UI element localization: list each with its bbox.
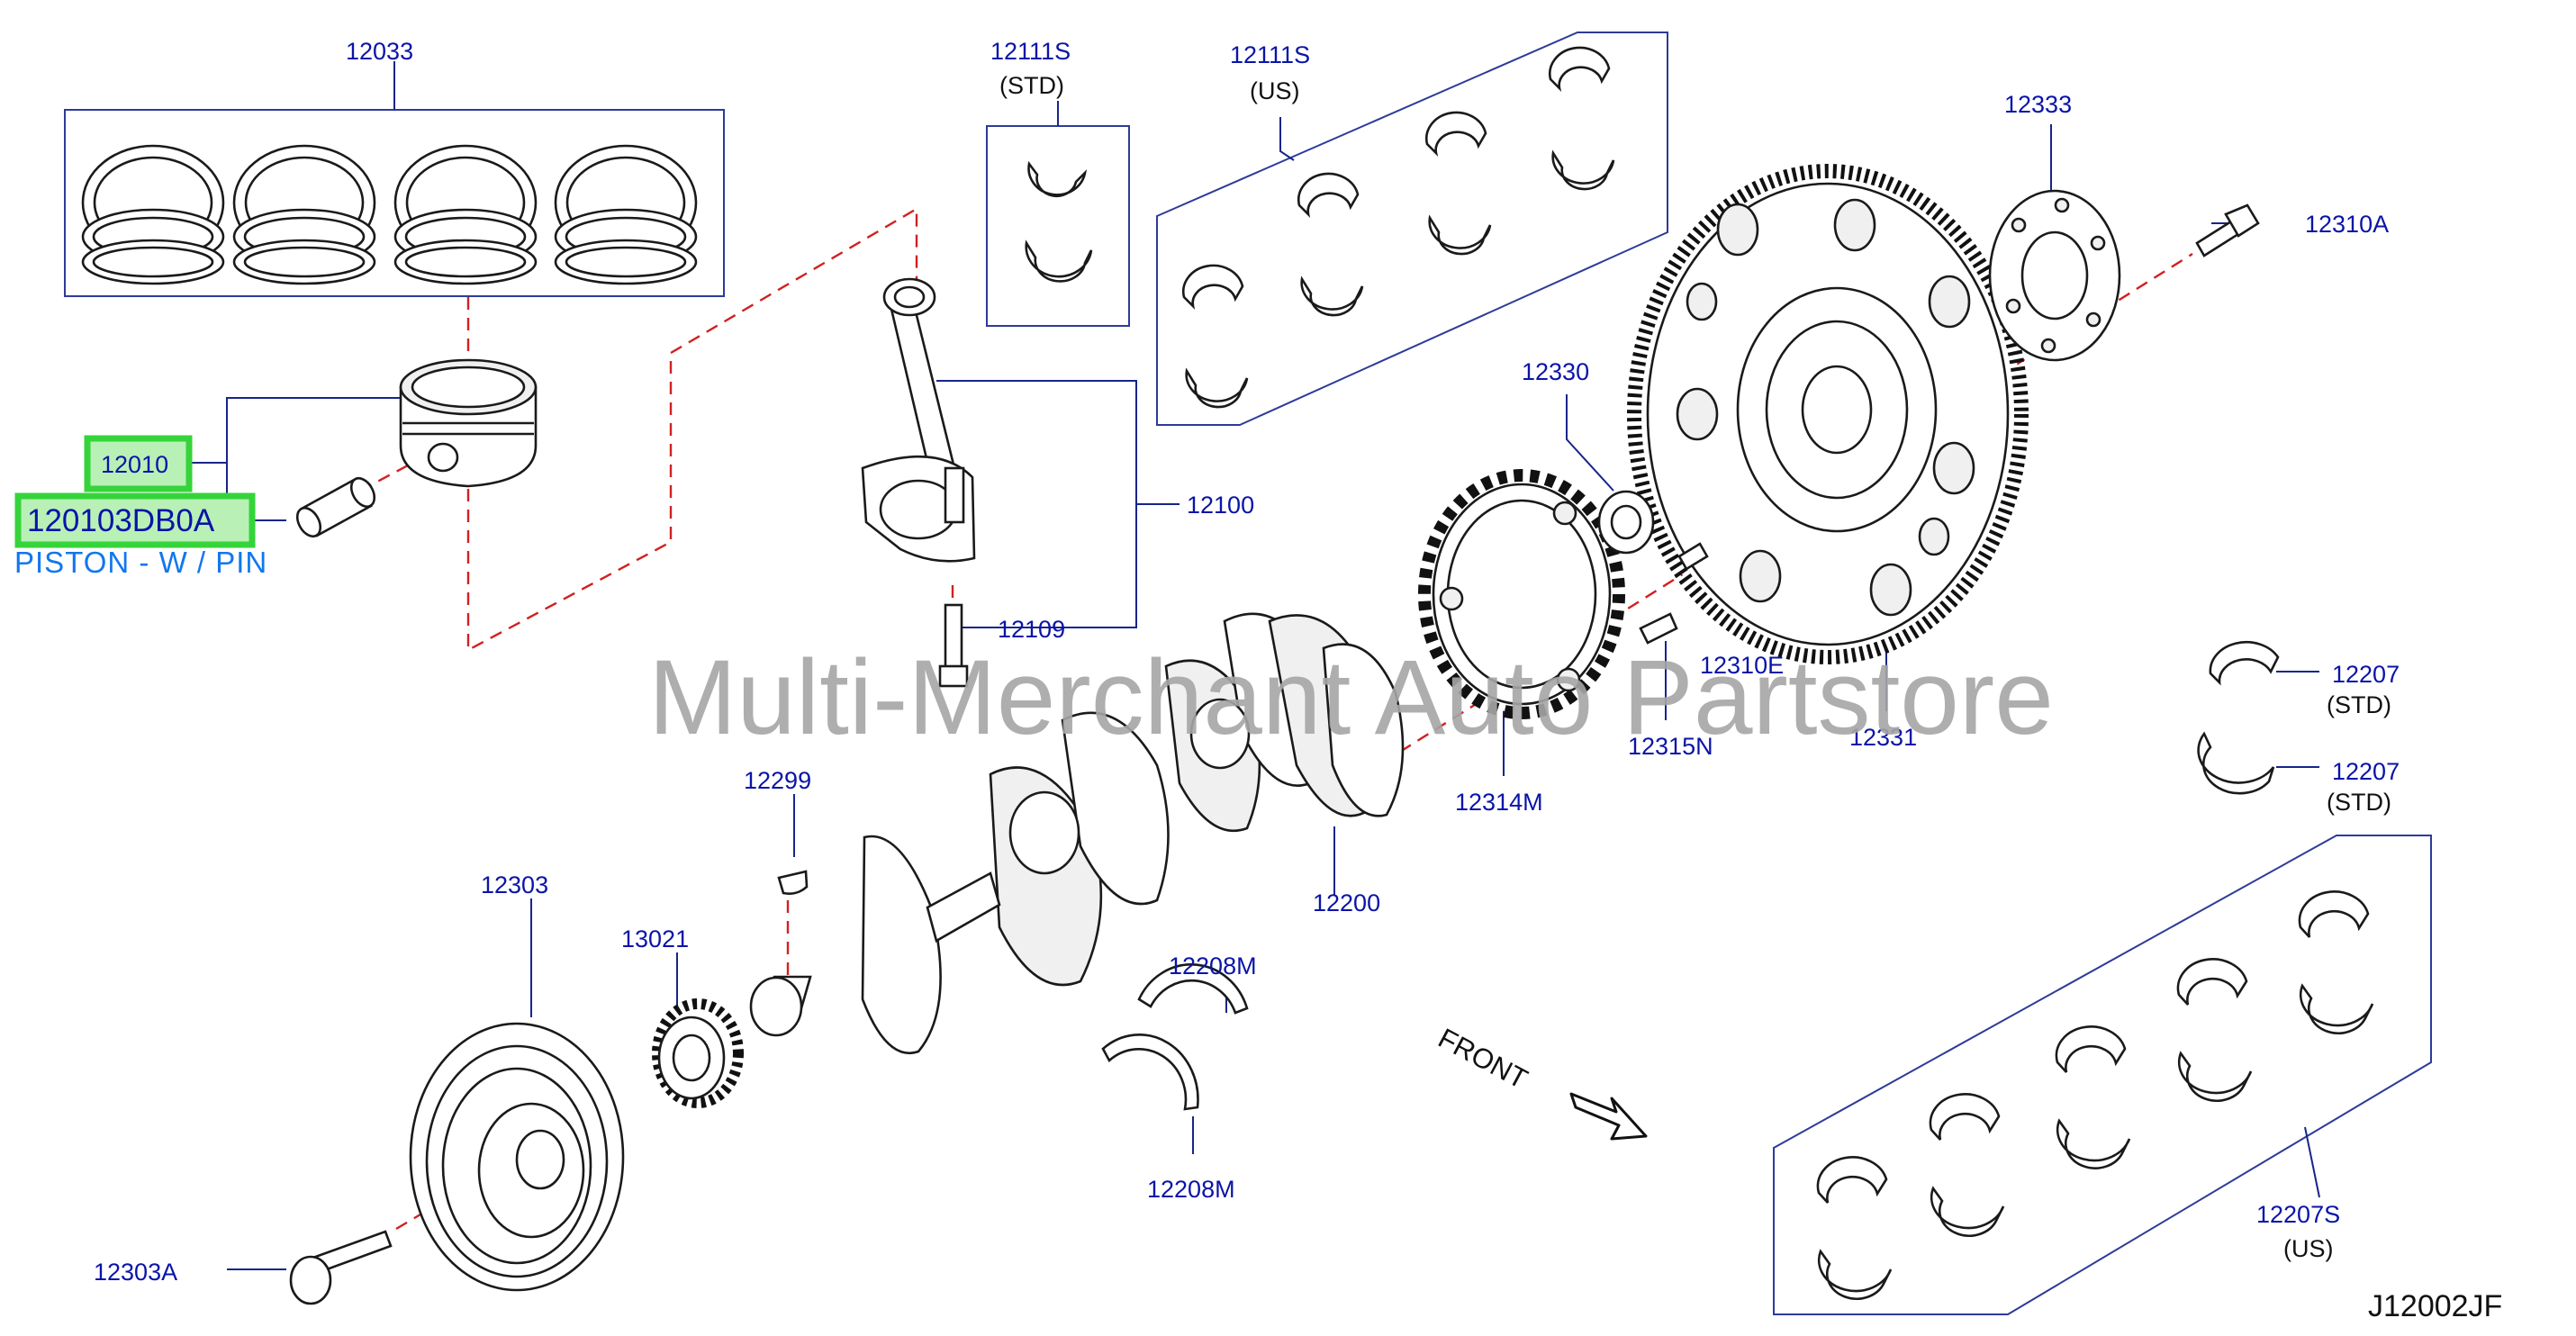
label-12100[interactable]: 12100 <box>1187 492 1254 519</box>
conrod-bearing-us <box>1182 46 1615 409</box>
piston-pin[interactable] <box>293 474 379 540</box>
label-us-b: (US) <box>2283 1235 2334 1262</box>
label-12299[interactable]: 12299 <box>744 767 811 794</box>
signal-plate-bolt[interactable] <box>1639 612 1678 645</box>
piston[interactable] <box>399 358 538 488</box>
main-bearing-std <box>2197 640 2280 795</box>
conrod-bolt[interactable] <box>938 603 969 688</box>
signal-plate[interactable] <box>1418 469 1625 719</box>
label-12111s-us[interactable]: 12111S <box>1230 41 1310 68</box>
label-12330[interactable]: 12330 <box>1522 358 1589 385</box>
watermark: Multi-Merchant Auto Partstore <box>648 638 2054 757</box>
label-12310e[interactable]: 12310E <box>1700 652 1784 679</box>
conrod-bearing-std <box>1025 160 1093 283</box>
front-label: FRONT <box>1433 1022 1533 1095</box>
piston-rings-set <box>81 144 698 285</box>
label-std-c: (STD) <box>2327 789 2391 816</box>
leader-lines <box>64 32 2432 1315</box>
label-12303a[interactable]: 12303A <box>94 1259 177 1286</box>
main-bearing-us <box>1816 890 2374 1300</box>
crankshaft[interactable] <box>749 612 1405 1054</box>
drive-plate[interactable] <box>1627 164 2029 664</box>
label-12315n[interactable]: 12315N <box>1628 733 1713 760</box>
thrust-washers <box>1101 963 1249 1111</box>
label-12207-a[interactable]: 12207 <box>2332 661 2400 688</box>
label-12208m-a[interactable]: 12208M <box>1169 952 1257 979</box>
label-12310a[interactable]: 12310A <box>2305 211 2389 238</box>
label-12208m-b[interactable]: 12208M <box>1147 1176 1235 1203</box>
crank-sprocket[interactable] <box>652 998 744 1108</box>
label-12314m[interactable]: 12314M <box>1455 789 1543 816</box>
woodruff-key[interactable] <box>777 870 809 895</box>
diagram-code: J12002JF <box>2368 1289 2502 1323</box>
highlighted-full-number[interactable]: 120103DB0A <box>27 503 215 538</box>
highlighted-part-number[interactable]: 12010 <box>101 451 168 478</box>
front-arrow-icon <box>1569 1092 1648 1141</box>
label-12111s-std[interactable]: 12111S <box>990 38 1071 65</box>
dowel-pin[interactable] <box>1677 542 1709 571</box>
pulley-bolt[interactable] <box>289 1230 393 1305</box>
highlight-box-fullnumber <box>14 492 256 548</box>
label-12033[interactable]: 12033 <box>346 38 413 65</box>
label-std-b: (STD) <box>2327 691 2391 718</box>
label-12333[interactable]: 12333 <box>2004 91 2072 118</box>
highlight-box-part <box>84 435 193 492</box>
crankshaft-pulley[interactable] <box>409 1022 625 1292</box>
label-12207-b[interactable]: 12207 <box>2332 758 2400 785</box>
connecting-rod[interactable] <box>861 277 976 563</box>
label-13021[interactable]: 13021 <box>621 925 689 952</box>
label-12207s[interactable]: 12207S <box>2256 1201 2340 1228</box>
flywheel-plate[interactable] <box>1988 189 2121 362</box>
flywheel-bolt[interactable] <box>2195 203 2260 257</box>
label-12303[interactable]: 12303 <box>481 871 548 898</box>
label-12200[interactable]: 12200 <box>1313 889 1380 916</box>
label-12109[interactable]: 12109 <box>998 616 1065 643</box>
part-description: PISTON - W / PIN <box>14 546 267 579</box>
pilot-bushing[interactable] <box>1597 490 1655 555</box>
label-12331[interactable]: 12331 <box>1849 724 1917 751</box>
label-std-a: (STD) <box>999 72 1064 99</box>
label-us-a: (US) <box>1250 77 1300 104</box>
